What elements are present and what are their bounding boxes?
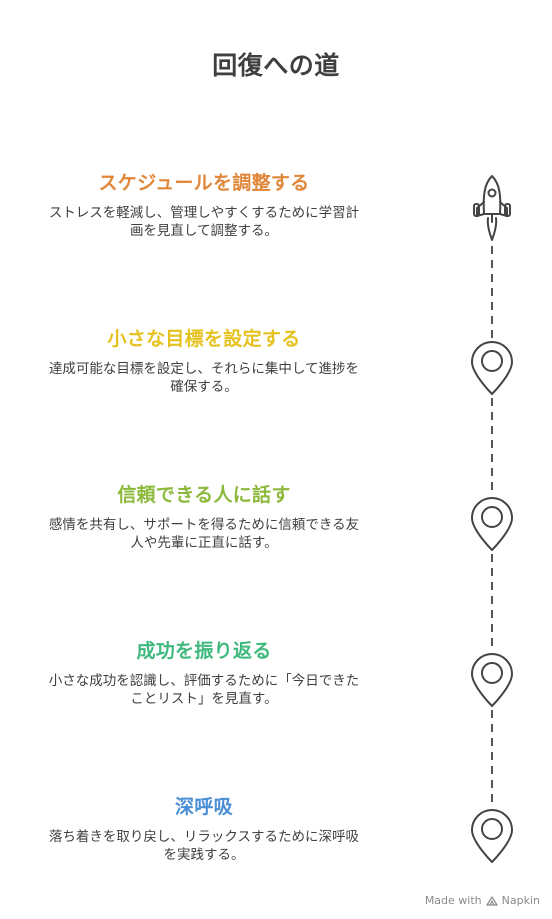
step-description-4-line-1: 小さな成功を認識し、評価するために「今日できた — [48, 673, 360, 689]
step-heading-1: スケジュールを調整する — [98, 172, 310, 194]
napkin-logo-icon — [486, 895, 498, 906]
location-pin-icon — [471, 653, 513, 707]
step-description-3-line-1: 感情を共有し、サポートを得るために信頼できる友 — [48, 517, 360, 533]
location-pin-icon — [471, 341, 513, 395]
step-description-5-line-2: を実践する。 — [163, 847, 245, 863]
step-description-2: 達成可能な目標を設定し、それらに集中して進捗を 確保する。 — [24, 360, 384, 396]
step-description-4-line-2: ことリスト」を見直す。 — [130, 691, 278, 707]
step-description-1: ストレスを軽減し、管理しやすくするために学習計 画を見直して調整する。 — [24, 204, 384, 240]
made-with-napkin-footer[interactable]: Made with Napkin — [425, 894, 540, 907]
step-description-2-line-2: 確保する。 — [170, 379, 238, 395]
location-pin-icon — [471, 497, 513, 551]
step-description-5: 落ち着きを取り戻し、リラックスするために深呼吸 を実践する。 — [24, 828, 384, 864]
step-heading-2: 小さな目標を設定する — [107, 328, 301, 350]
page-title: 回復への道 — [212, 51, 340, 80]
step-description-1-line-1: ストレスを軽減し、管理しやすくするために学習計 — [48, 205, 360, 221]
step-heading-5: 深呼吸 — [175, 796, 233, 818]
napkin-brand-label: Napkin — [501, 894, 540, 907]
step-description-4: 小さな成功を認識し、評価するために「今日できた ことリスト」を見直す。 — [24, 672, 384, 708]
location-pin-icon — [471, 809, 513, 863]
step-description-3: 感情を共有し、サポートを得るために信頼できる友 人や先輩に正直に話す。 — [24, 516, 384, 552]
step-heading-4: 成功を振り返る — [136, 640, 272, 662]
step-description-2-line-1: 達成可能な目標を設定し、それらに集中して進捗を — [48, 361, 360, 377]
step-description-5-line-1: 落ち着きを取り戻し、リラックスするために深呼吸 — [48, 829, 360, 845]
rocket-icon — [473, 175, 511, 241]
step-heading-3: 信頼できる人に話す — [117, 484, 291, 506]
step-description-1-line-2: 画を見直して調整する。 — [129, 223, 279, 239]
step-description-3-line-2: 人や先輩に正直に話す。 — [130, 535, 278, 551]
made-with-label: Made with — [424, 894, 482, 907]
